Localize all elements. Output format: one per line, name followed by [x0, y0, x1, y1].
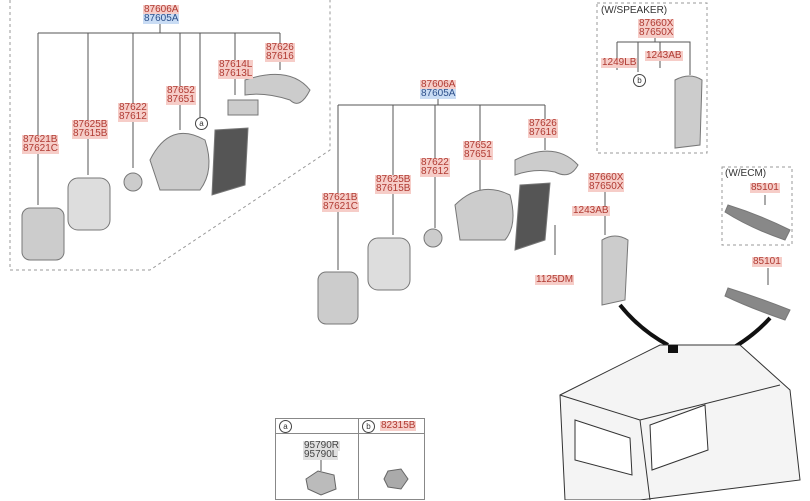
left-housing-label-1: 87652 [166, 85, 196, 96]
mid-base [514, 182, 551, 251]
speaker-box-border [596, 2, 708, 154]
left-mirror-frame [67, 177, 111, 231]
mid-actuator [423, 228, 443, 248]
left-group-dashed-border [9, 0, 331, 271]
table-callout-b: b [362, 420, 375, 433]
left-actuator-label-2: 87612 [118, 111, 148, 122]
left-frame-label-1: 87625B [72, 119, 109, 130]
left-assembly-label-2: 87605A [143, 13, 180, 24]
mid-mirror-glass [317, 271, 359, 325]
left-mirror-glass [21, 207, 65, 261]
table-a-part-2: 95790L [303, 449, 339, 460]
table-b-part-drawing [383, 468, 409, 490]
left-cover [244, 73, 311, 104]
vehicle-outline [559, 344, 801, 500]
callout-b: b [633, 74, 646, 87]
speaker-garnish-label-2: 87650X [638, 27, 675, 38]
callout-a-left: a [195, 117, 208, 130]
left-actuator [123, 172, 143, 192]
mid-housing-label-1: 87652 [463, 140, 493, 151]
speaker-box-title: (W/SPEAKER) [601, 5, 668, 16]
mid-glass-label-1: 87621B [322, 192, 359, 203]
left-housing-label-2: 87651 [166, 94, 196, 105]
left-base [211, 127, 249, 196]
ecm-box-border [721, 166, 793, 246]
table-a-part-drawing [305, 470, 337, 496]
left-cover-label-2: 87616 [265, 51, 295, 62]
left-lamp [227, 99, 259, 116]
speaker-garnish-label-1: 87660X [638, 18, 675, 29]
mid-garnish-label-2: 87650X [588, 181, 625, 192]
left-cover-label-1: 87626 [265, 42, 295, 53]
ecm-box-title: (W/ECM) [725, 168, 767, 179]
mid-frame-label-1: 87625B [375, 174, 412, 185]
mid-garnish [601, 235, 629, 306]
left-lamp-label-1: 87614L [218, 59, 254, 70]
mid-mirror-housing [454, 188, 514, 241]
mid-cover-label-1: 87626 [528, 118, 558, 129]
left-actuator-label-1: 87622 [118, 102, 148, 113]
mid-actuator-label-1: 87622 [420, 157, 450, 168]
mid-mirror-frame [367, 237, 411, 291]
left-glass-label-2: 87621C [22, 143, 60, 154]
speaker-garnish [674, 75, 703, 149]
callout-table: a b 82315B 95790R 95790L [275, 418, 425, 500]
left-assembly-label-1: 87606A [143, 4, 180, 15]
left-frame-label-2: 87615B [72, 128, 109, 139]
left-lamp-label-2: 87613L [218, 68, 254, 79]
mid-actuator-label-2: 87612 [420, 166, 450, 177]
mid-frame-label-2: 87615B [375, 183, 412, 194]
ecm-mirror-label: 85101 [750, 182, 780, 193]
table-b-part: 82315B [380, 420, 417, 431]
mid-cover [514, 150, 579, 176]
mid-screw-label: 1243AB [572, 205, 610, 216]
ecm-mirror [724, 204, 791, 241]
mid-assembly-label-2: 87605A [420, 88, 457, 99]
left-mirror-housing [149, 132, 210, 191]
mid-glass-label-2: 87621C [322, 201, 360, 212]
table-callout-a: a [279, 420, 292, 433]
mid-assembly-label-1: 87606A [420, 79, 457, 90]
table-a-part-1: 95790R [303, 440, 341, 451]
speaker-screw2-label: 1243AB [645, 50, 683, 61]
mid-bolt-label: 1125DM [535, 274, 575, 285]
left-glass-label-1: 87621B [22, 134, 59, 145]
mid-cover-label-2: 87616 [528, 127, 558, 138]
inside-mirror [724, 287, 791, 321]
inside-mirror-label: 85101 [752, 256, 782, 267]
mid-housing-label-2: 87651 [463, 149, 493, 160]
speaker-screw1-label: 1249LB [601, 57, 638, 68]
mid-garnish-label-1: 87660X [588, 172, 625, 183]
